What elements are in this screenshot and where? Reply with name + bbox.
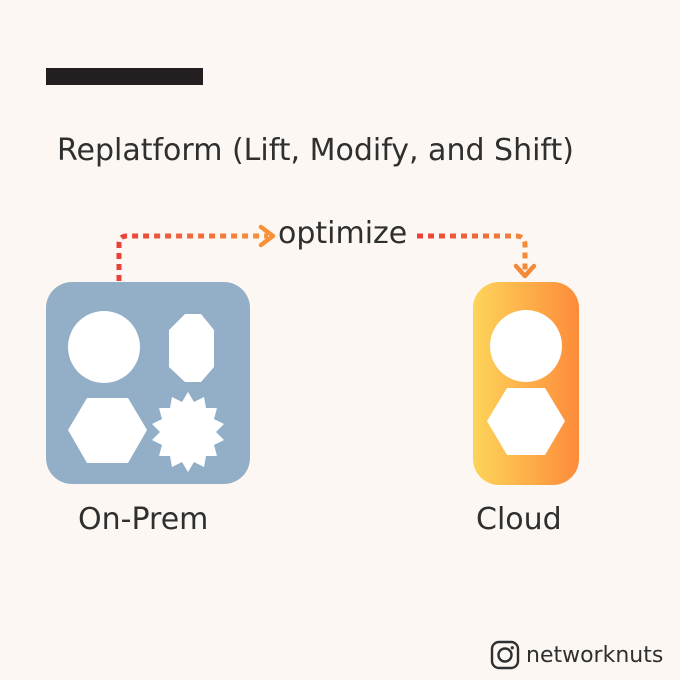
arrow-label: optimize <box>278 216 408 251</box>
instagram-icon <box>490 640 520 670</box>
credit: networknuts <box>490 640 663 670</box>
on-prem-box <box>46 282 250 484</box>
header-bar <box>46 68 203 85</box>
hexagon-shape-wide <box>487 388 565 455</box>
diagram-title: Replatform (Lift, Modify, and Shift) <box>57 133 574 168</box>
circle-shape <box>490 310 562 382</box>
starburst-shape <box>152 392 224 472</box>
cloud-box <box>473 282 579 485</box>
on-prem-label: On-Prem <box>78 502 209 537</box>
cloud-label: Cloud <box>476 502 562 537</box>
hexagon-shape-wide <box>68 398 147 463</box>
hexagon-shape <box>169 314 214 382</box>
arrow-right-segment <box>417 233 537 279</box>
credit-handle: networknuts <box>526 642 664 668</box>
circle-shape <box>68 311 140 383</box>
arrow-left-segment <box>116 224 276 281</box>
